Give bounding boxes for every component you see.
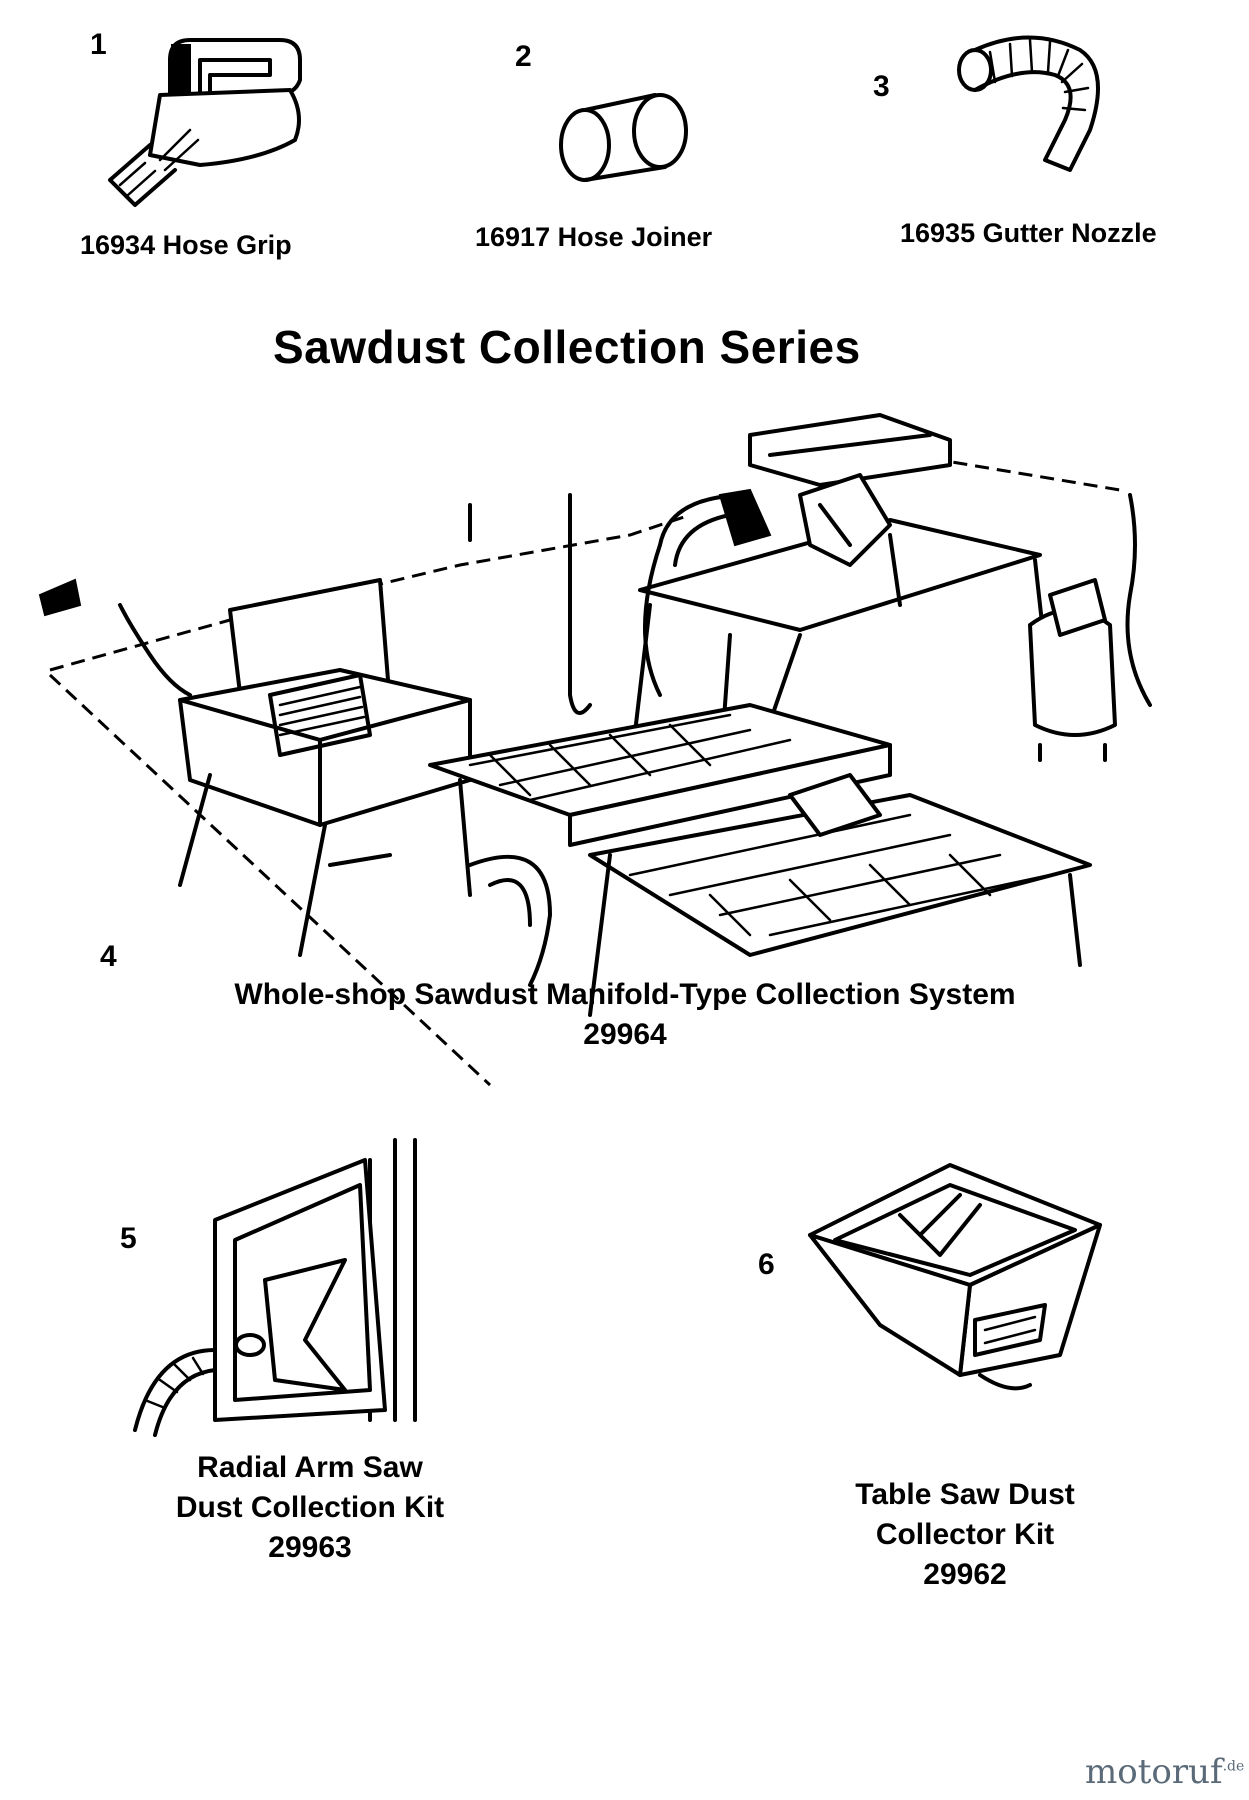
hose-grip-icon [108, 38, 302, 207]
item-6-caption-line2: Collector Kit [875, 1518, 1055, 1551]
gutter-nozzle-icon [957, 35, 1100, 172]
item-6-caption: Table Saw Dust Collector Kit 29962 [805, 1475, 1125, 1595]
item-5-number: 5 [120, 1222, 137, 1255]
item-5-caption-line3: 29963 [268, 1531, 352, 1564]
radial-arm-saw-dust-kit-illustration [133, 1138, 417, 1437]
item-6-caption-line3: 29962 [923, 1558, 1007, 1591]
item-5-caption-line2: Dust Collection Kit [175, 1491, 445, 1524]
hose-joiner-icon [559, 93, 688, 182]
item-5-caption: Radial Arm Saw Dust Collection Kit 29963 [140, 1448, 480, 1568]
item-4-caption: Whole-shop Sawdust Manifold-Type Collect… [170, 975, 1080, 1055]
table-saw-dust-collector-illustration [808, 1163, 1102, 1391]
item-4-caption-line1: Whole-shop Sawdust Manifold-Type Collect… [234, 978, 1016, 1011]
item-3-number: 3 [873, 70, 890, 103]
item-4-number: 4 [100, 940, 117, 973]
item-5-caption-line1: Radial Arm Saw [197, 1451, 423, 1484]
item-1-caption: 16934 Hose Grip [80, 230, 292, 260]
item-6-number: 6 [758, 1248, 775, 1281]
section-title: Sawdust Collection Series [273, 321, 861, 373]
watermark-tld: .de [1222, 1758, 1245, 1775]
item-4-caption-line2: 29964 [583, 1018, 667, 1051]
item-2-caption: 16917 Hose Joiner [475, 222, 713, 252]
item-1-number: 1 [90, 28, 107, 61]
item-2-number: 2 [515, 40, 532, 73]
watermark-logo: motoruf.de [1085, 1752, 1244, 1792]
item-3-caption: 16935 Gutter Nozzle [900, 218, 1157, 248]
watermark-brand: motoruf [1085, 1752, 1223, 1792]
item-6-caption-line1: Table Saw Dust [855, 1478, 1075, 1511]
whole-shop-system-illustration [38, 413, 1152, 1087]
